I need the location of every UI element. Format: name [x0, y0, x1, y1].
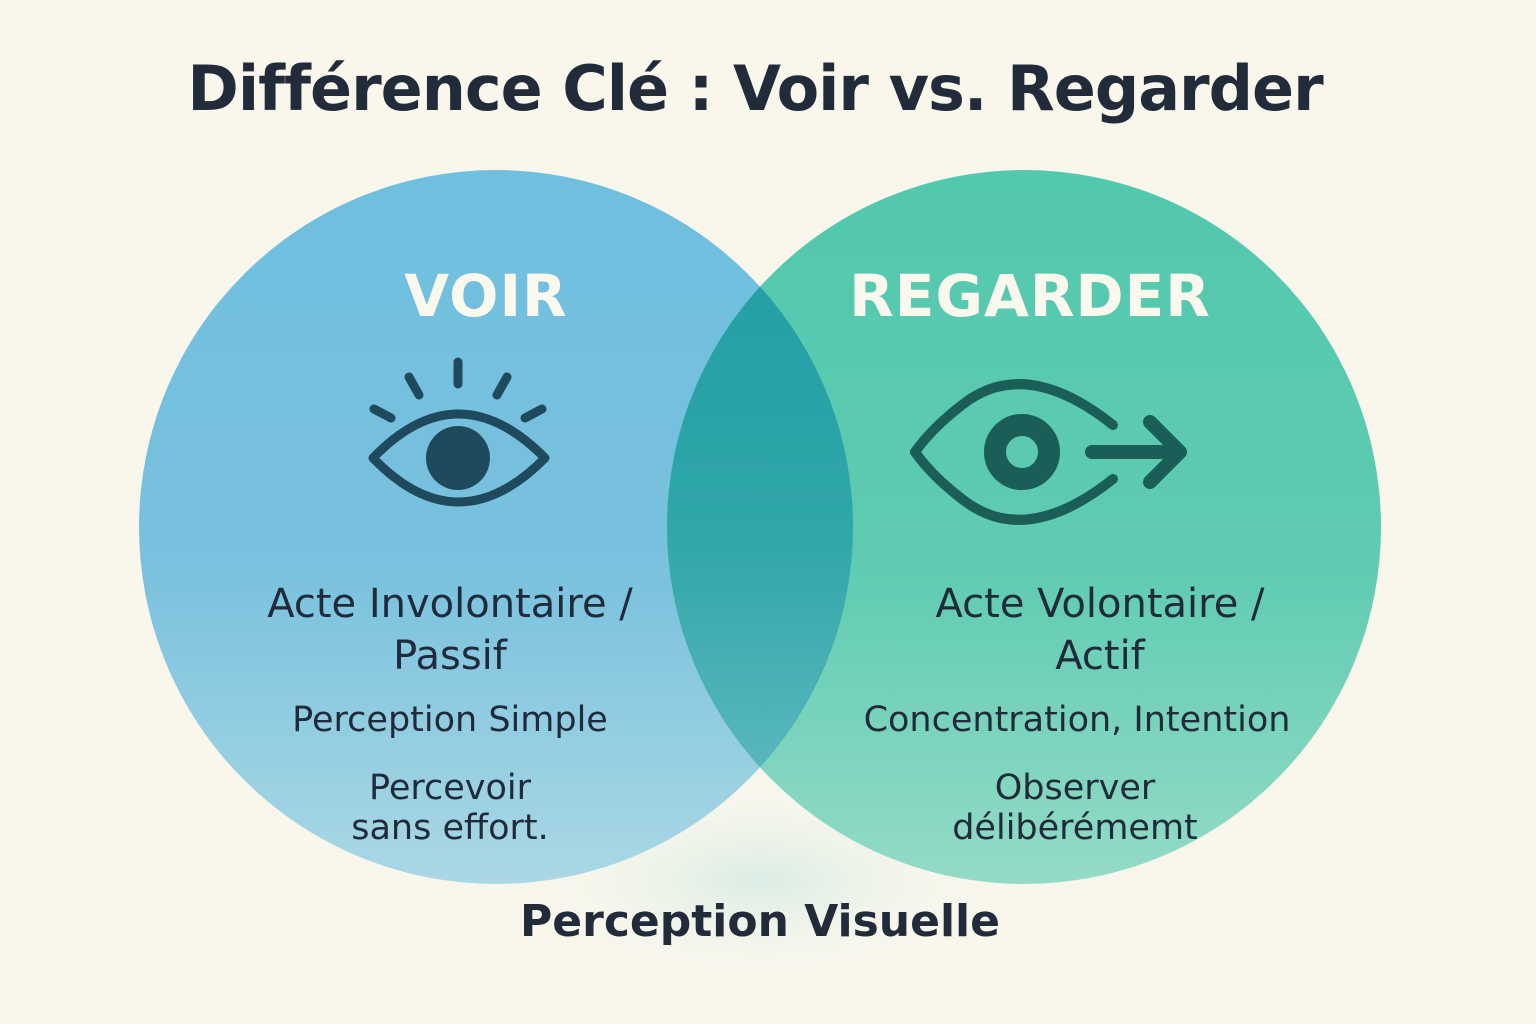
regarder-subtitle: Concentration, Intention	[863, 700, 1291, 740]
voir-title: VOIR	[404, 262, 568, 330]
regarder-heading-line1: Acte Volontaire /	[935, 581, 1265, 627]
regarder-description-line2: délibérémemt	[952, 808, 1198, 848]
overlap-label: Perception Visuelle	[520, 896, 1000, 947]
eye-with-arrow-icon	[910, 379, 1187, 525]
regarder-title: REGARDER	[849, 262, 1211, 330]
eye-with-rays-icon	[368, 357, 550, 507]
voir-description-line2: sans effort.	[351, 808, 549, 848]
voir-description-line1: Percevoir	[368, 768, 532, 808]
voir-circle	[139, 170, 853, 884]
regarder-heading-line2: Actif	[1055, 633, 1145, 679]
regarder-description-line1: Observer	[994, 768, 1156, 808]
voir-heading-line1: Acte Involontaire /	[267, 581, 633, 627]
page-title: Différence Clé : Voir vs. Regarder	[187, 52, 1323, 125]
voir-subtitle: Perception Simple	[292, 700, 608, 740]
regarder-circle	[667, 170, 1381, 884]
voir-heading-line2: Passif	[393, 633, 507, 679]
